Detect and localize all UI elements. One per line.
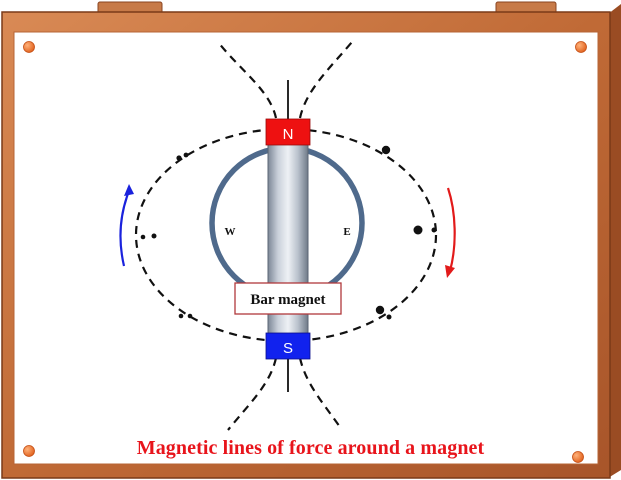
field-line-bottom-right (298, 357, 343, 431)
field-line-top-right (298, 41, 353, 119)
south-pole-label: S (283, 340, 293, 357)
pin-icon (23, 41, 35, 53)
corner-pins (23, 41, 587, 463)
pin-icon (23, 445, 35, 457)
field-line-top-left (217, 41, 278, 119)
north-pole-label: N (283, 126, 294, 143)
curved-arrow-icon (119, 184, 134, 267)
west-label: W (225, 226, 236, 238)
bar-magnet-label-box: Bar magnet (234, 282, 342, 315)
bar-magnet: N S (265, 118, 311, 360)
pin-icon (575, 41, 587, 53)
pin-icon (572, 451, 584, 463)
diagram-caption: Magnetic lines of force around a magnet (136, 437, 485, 459)
iron-filings (140, 145, 437, 320)
curved-arrow-icon (445, 187, 456, 278)
east-label: E (343, 226, 350, 238)
field-line-bottom-left (227, 357, 278, 431)
north-pole (265, 118, 311, 146)
south-pole (265, 332, 311, 360)
bar-magnet-label: Bar magnet (250, 292, 325, 308)
